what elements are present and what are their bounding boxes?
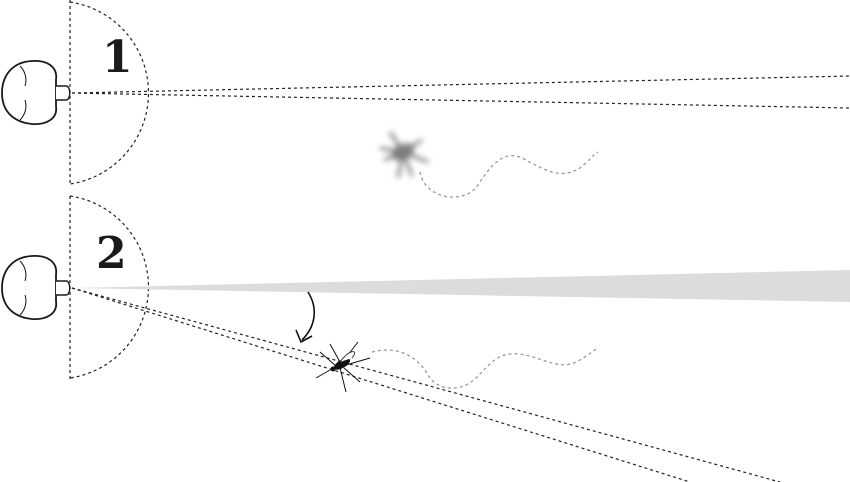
curved-arrow-icon [295,291,315,344]
panel-1-sightline-upper [71,75,850,94]
panel-number-1: 1 [102,32,133,83]
head-icon [1,255,71,320]
panel-2-field-arc [69,195,149,379]
flight-path-2 [371,347,599,389]
panel-1: 1 [1,0,850,198]
focus-beam [72,270,850,302]
panel-number-2: 2 [96,228,127,279]
panel-2: 2 [1,195,850,482]
flight-path-1 [419,151,599,198]
panel-2-sightline-lower [71,287,781,482]
blurred-mosquito-icon [379,131,429,179]
head-icon [1,60,71,125]
panel-2-sightline-upper [71,287,691,482]
panel-1-sightline-lower [71,92,850,109]
panel-1-field-arc [69,1,149,185]
mosquito-icon [315,341,371,393]
